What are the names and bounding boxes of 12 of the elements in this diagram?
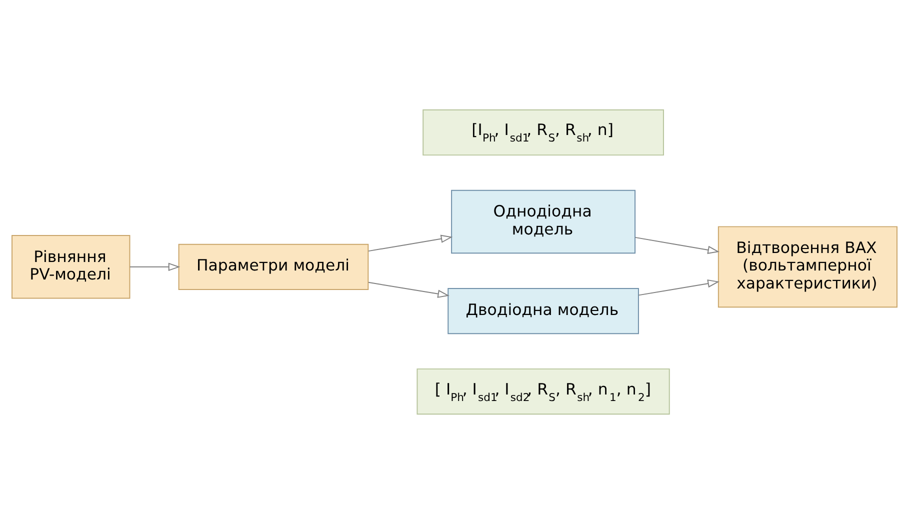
arrow	[638, 279, 720, 296]
node-box: Відтворення ВАХ (вольтамперної характеристики)	[718, 226, 898, 308]
node-box: Параметри моделі	[178, 244, 369, 290]
arrow	[129, 262, 180, 272]
node-box: [I$_{Ph}$, I$_{sd1}$, R$_{S}$, R$_{sh}$, n]	[422, 109, 664, 156]
node-box: Рівняння PV-моделі	[12, 235, 130, 299]
node-box: Однодіодна модель	[451, 190, 636, 254]
arrow	[368, 234, 453, 252]
arrow	[634, 236, 720, 254]
node-box: [ I$_{Ph}$, I$_{sd1}$, I$_{sd2}$, R$_{S}$, R$_{sh}$, n$_{1}$, n$_{2}$]	[416, 368, 670, 415]
arrow	[368, 282, 450, 298]
node-box: Дводіодна модель	[448, 288, 639, 334]
